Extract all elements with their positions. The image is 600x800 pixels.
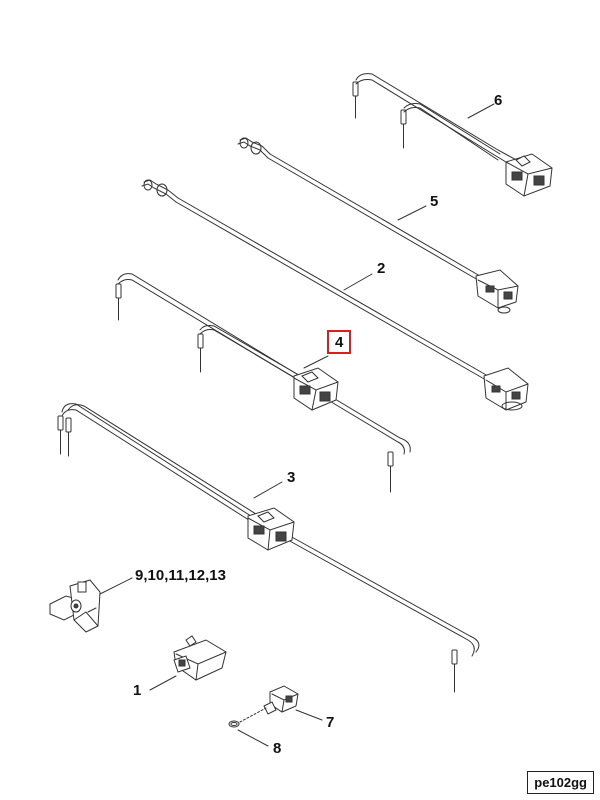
callout-6[interactable]: 6 <box>494 92 503 109</box>
leader-2 <box>343 273 373 291</box>
callout-3[interactable]: 3 <box>287 469 296 486</box>
callout-1[interactable]: 1 <box>133 682 142 699</box>
part-6-sensor-harness[interactable] <box>352 73 553 197</box>
leader-6 <box>467 103 495 119</box>
part-9-13-connector[interactable] <box>49 579 101 633</box>
leader-9-13 <box>99 577 133 595</box>
part-7-sensor[interactable] <box>263 685 299 715</box>
callout-5[interactable]: 5 <box>430 193 439 210</box>
reference-code: pe102gg <box>527 771 594 794</box>
callout-8[interactable]: 8 <box>273 740 282 757</box>
part-1-pressure-sensor[interactable] <box>173 635 227 681</box>
callout-9-13[interactable]: 9,10,11,12,13 <box>135 567 226 584</box>
callout-4-highlighted[interactable]: 4 <box>327 330 352 354</box>
part-5-sensor-harness[interactable] <box>237 137 519 314</box>
leader-7 <box>295 709 323 721</box>
leader-4 <box>303 355 329 369</box>
leader-1 <box>149 675 177 691</box>
o-ring-assembly-line <box>239 707 267 723</box>
part-2-sensor-harness[interactable] <box>141 179 529 411</box>
callout-2[interactable]: 2 <box>377 260 386 277</box>
leader-3 <box>253 481 283 499</box>
callout-7[interactable]: 7 <box>326 714 335 731</box>
leader-8 <box>237 729 269 747</box>
part-4-sensor-harness[interactable] <box>115 273 411 493</box>
part-8-o-ring[interactable] <box>228 720 240 728</box>
leader-5 <box>397 205 427 221</box>
part-3-sensor-harness[interactable] <box>57 403 480 693</box>
